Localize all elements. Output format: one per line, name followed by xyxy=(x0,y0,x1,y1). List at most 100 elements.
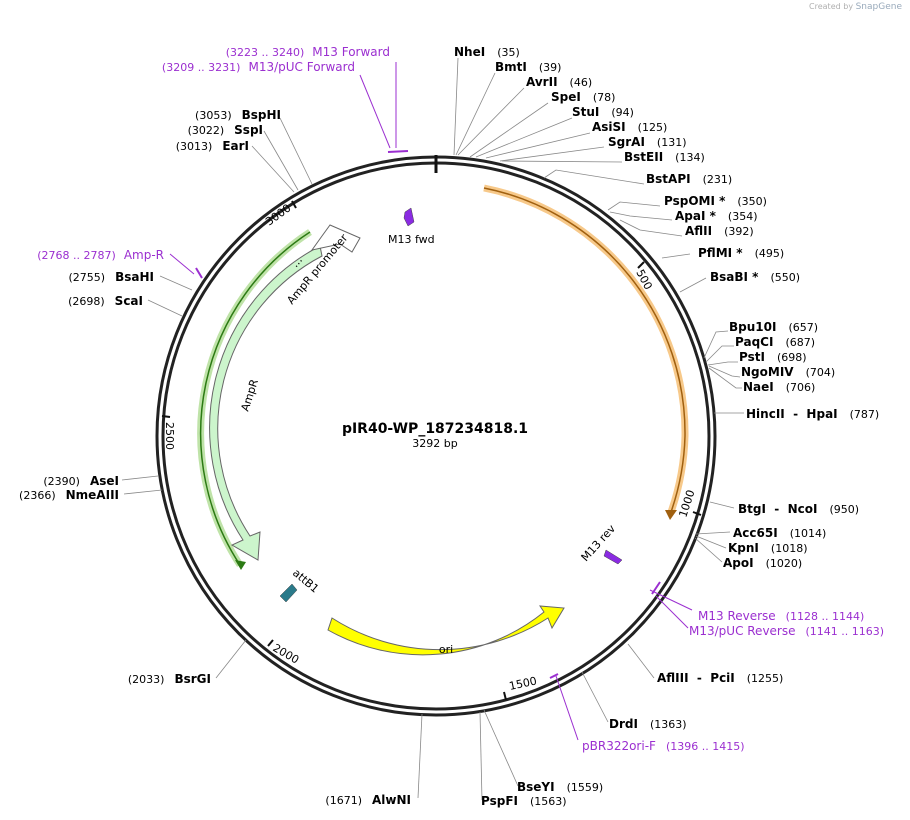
primer-ampr: (2768 .. 2787)Amp-R xyxy=(37,248,164,262)
tick-label-2500: 2500 xyxy=(163,422,176,450)
enzyme-paqci: PaqCI(687) xyxy=(735,335,815,349)
m13-rev-marker xyxy=(603,549,623,565)
primer-line-m13-reverse xyxy=(649,589,693,611)
leader-ngomiv xyxy=(708,365,741,378)
orange-feature xyxy=(483,184,689,520)
primer-m13-forward: (3223 .. 3240)M13 Forward xyxy=(226,45,390,59)
leader-pflmi xyxy=(661,253,691,259)
m13-fwd-label: M13 fwd xyxy=(388,233,435,246)
leader-nmeaiii xyxy=(123,489,163,495)
orange-feature-halo xyxy=(483,184,689,514)
enzyme-acc65i: Acc65I(1014) xyxy=(733,526,826,540)
enzyme-bsabi: BsaBI *(550) xyxy=(710,270,800,284)
leader-avrii xyxy=(457,87,525,156)
leader-bsabi xyxy=(679,277,707,293)
leader-sspi xyxy=(263,130,299,191)
leader-asei xyxy=(121,475,159,481)
enzyme-kpni: KpnI(1018) xyxy=(728,541,807,555)
enzyme-psti: PstI(698) xyxy=(739,350,807,364)
small-features: M13 fwd M13 rev attB1 xyxy=(279,207,623,603)
orange-feature-line xyxy=(483,187,686,513)
leader-kpni xyxy=(695,535,727,549)
enzyme-stui: StuI(94) xyxy=(572,105,634,119)
tick-mark-2000 xyxy=(267,639,274,647)
leader-psti xyxy=(707,361,738,366)
enzyme-asisi: AsiSI(125) xyxy=(592,120,667,134)
primer-mark-ampr xyxy=(195,267,203,279)
left-leader-lines xyxy=(121,117,423,799)
scale-ticks xyxy=(161,200,702,701)
ampr-feature: AmpR AmpR promoter ... xyxy=(197,224,361,570)
leader-pspomi xyxy=(607,201,661,211)
enzyme-pspfi: PspFI(1563) xyxy=(481,794,567,808)
leader-naei xyxy=(708,367,742,389)
leader-bstapi xyxy=(543,169,645,185)
ori-label: ori xyxy=(439,643,453,656)
tick-mark-1500 xyxy=(503,691,507,701)
ampr-line-arrow xyxy=(235,560,246,570)
ampr-line xyxy=(199,231,311,566)
attb1-marker xyxy=(279,583,298,603)
leader-drdi xyxy=(581,671,609,723)
right-leader-lines xyxy=(453,57,744,801)
leader-sgrai xyxy=(499,146,605,162)
enzyme-sspi: (3022)SspI xyxy=(188,123,263,137)
enzyme-eari: (3013)EarI xyxy=(176,139,249,153)
leader-bsteii xyxy=(501,160,623,163)
enzyme-bsphi: (3053)BspHI xyxy=(195,108,281,122)
enzyme-bpu10i: Bpu10I(657) xyxy=(729,320,818,334)
leader-paqci xyxy=(705,345,734,363)
leader-afliii xyxy=(627,643,655,679)
enzyme-drdi: DrdI(1363) xyxy=(609,717,687,731)
tick-mark-500 xyxy=(637,261,645,269)
snapgene-credit: Created by SnapGene xyxy=(809,2,902,12)
enzyme-apai: ApaI *(354) xyxy=(675,209,758,223)
leader-apoi xyxy=(694,537,723,563)
primer-mark-m13-reverse xyxy=(651,581,661,595)
enzyme-bsahi: (2755)BsaHI xyxy=(69,270,154,284)
primer-line-m13puc-forward xyxy=(359,74,391,149)
ampr-promoter-arrow xyxy=(310,224,361,253)
right-enzyme-labels: NheI(35) BmtI(39) AvrII(46) SpeI(78) Stu… xyxy=(454,45,879,808)
m13-fwd-marker xyxy=(403,207,415,227)
leader-bmti xyxy=(455,72,496,156)
primer-pbr322ori-f: pBR322ori-F(1396 .. 1415) xyxy=(582,739,745,753)
enzyme-nmeaiii: (2366)NmeAIII xyxy=(19,488,119,502)
left-enzyme-labels: (3053)BspHI (3022)SspI (3013)EarI (2755)… xyxy=(19,108,411,807)
leader-bsphi xyxy=(279,117,313,185)
primer-line-m13puc-reverse xyxy=(655,595,689,629)
leader-bseyi xyxy=(483,709,519,787)
leader-aflii xyxy=(619,219,683,237)
enzyme-avrii: AvrII(46) xyxy=(526,75,592,89)
enzyme-bsrgi: (2033)BsrGI xyxy=(128,672,211,686)
leader-bpu10i xyxy=(703,330,729,359)
ampr-arrow xyxy=(209,245,323,561)
primer-mark-m13-forward xyxy=(387,150,409,153)
credit-brand: SnapGene xyxy=(855,2,902,12)
enzyme-sgrai: SgrAI(131) xyxy=(608,135,687,149)
enzyme-nhei: NheI(35) xyxy=(454,45,520,59)
tick-label-1500: 1500 xyxy=(508,674,538,693)
enzyme-apoi: ApoI(1020) xyxy=(723,556,802,570)
enzyme-bsteii: BstEII(134) xyxy=(624,150,705,164)
leader-pspfi xyxy=(479,711,483,801)
ori-feature: ori xyxy=(327,605,565,656)
primer-m13-reverse: M13 Reverse(1128 .. 1144) xyxy=(698,609,864,623)
enzyme-alwni: (1671)AlwNI xyxy=(325,793,411,807)
leader-apai xyxy=(609,211,673,221)
ampr-label: AmpR xyxy=(238,377,261,413)
enzyme-ngomiv: NgoMIV(704) xyxy=(741,365,835,379)
leader-bsahi xyxy=(159,275,193,291)
enzyme-bmti: BmtI(39) xyxy=(495,60,561,74)
plasmid-size: 3292 bp xyxy=(412,437,457,450)
enzyme-aflii: AflII(392) xyxy=(685,224,754,238)
orange-feature-arrow xyxy=(665,510,677,520)
leader-spei xyxy=(469,102,549,158)
backbone xyxy=(155,155,717,717)
leader-stui xyxy=(475,117,573,158)
credit-prefix: Created by xyxy=(809,2,854,11)
leader-nhei xyxy=(453,57,459,156)
enzyme-bstapi: BstAPI(231) xyxy=(646,172,732,186)
enzyme-hincii-hpai: HincII - HpaI(787) xyxy=(746,407,879,421)
